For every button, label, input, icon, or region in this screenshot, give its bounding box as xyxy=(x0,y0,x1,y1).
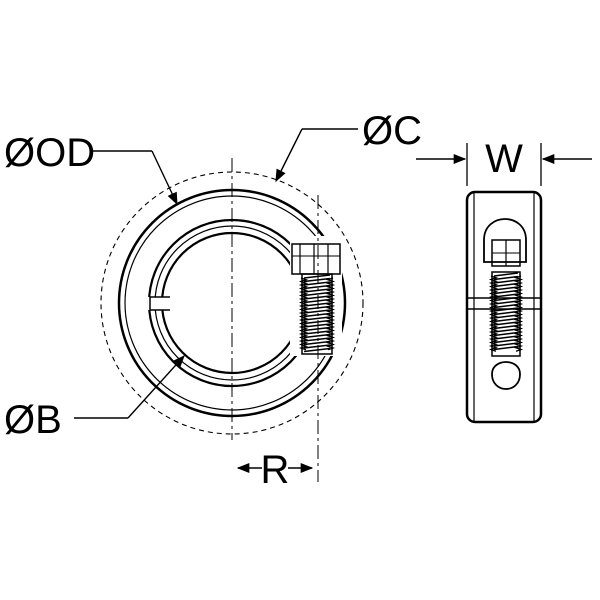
side-view xyxy=(465,190,543,424)
dimension-r: R xyxy=(236,448,314,492)
front-view xyxy=(100,158,364,482)
clearance-circle-c xyxy=(100,171,364,435)
side-body xyxy=(465,190,543,424)
screw-pocket xyxy=(290,236,342,356)
w-label: W xyxy=(485,137,523,181)
dimension-c: ØC xyxy=(275,109,422,183)
b-label: ØB xyxy=(4,398,62,442)
c-label: ØC xyxy=(362,109,422,153)
r-label: R xyxy=(261,448,290,492)
screw-threads-side xyxy=(488,271,524,357)
side-counterbore xyxy=(483,218,527,263)
dimension-od: ØOD xyxy=(4,131,178,206)
od-label: ØOD xyxy=(4,131,95,175)
dimension-b: ØB xyxy=(4,355,185,442)
split-slot xyxy=(148,297,318,310)
side-bottom-hole xyxy=(491,361,521,390)
screw-threads-front xyxy=(298,273,336,355)
dimension-w: W xyxy=(416,137,592,186)
